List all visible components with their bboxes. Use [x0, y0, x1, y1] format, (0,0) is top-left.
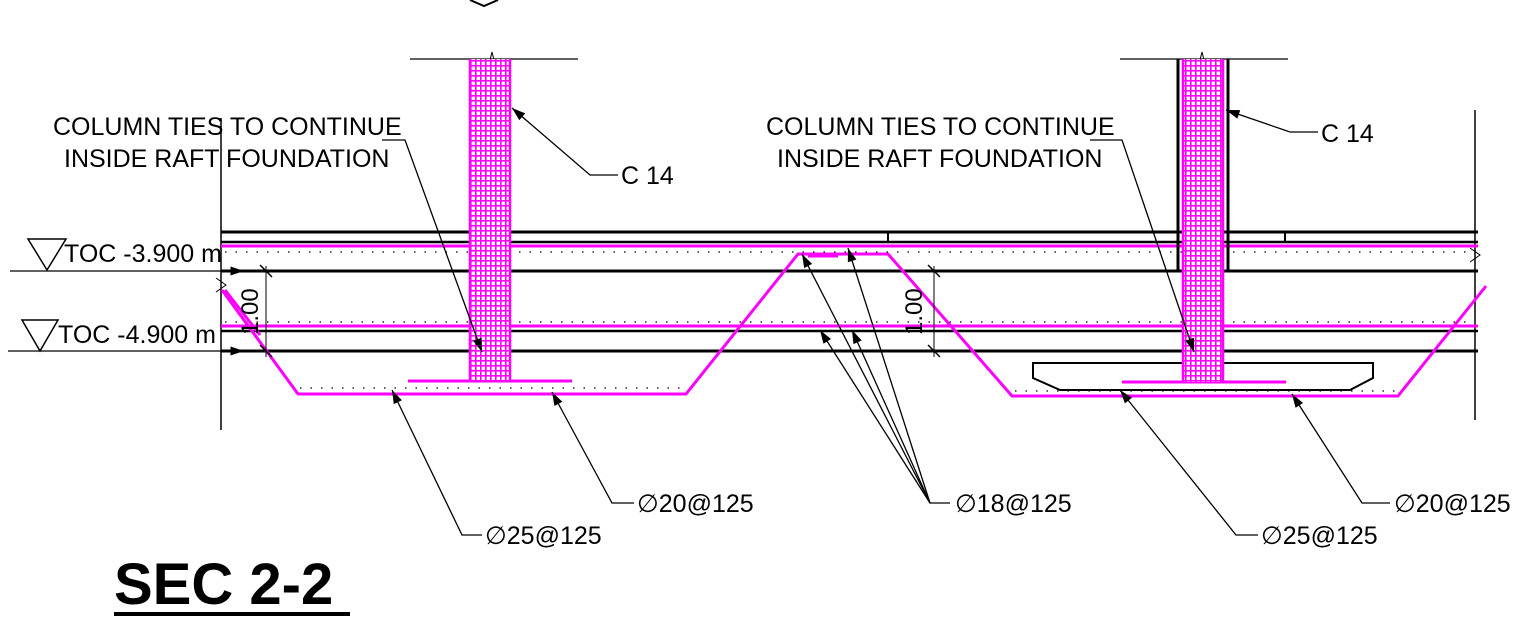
- toc-upper-label: TOC -3.900 m: [64, 240, 222, 268]
- top-fragment: [469, 0, 499, 8]
- left-column: [470, 59, 510, 381]
- leader-20-right: [1291, 393, 1390, 504]
- toc-lower-triangle: [20, 319, 60, 353]
- right-boundary-break: [1469, 247, 1481, 263]
- left-break-mark: [489, 51, 495, 61]
- bar-label-25-left: ∅25@125: [485, 522, 602, 550]
- dim-left-tick-top: [259, 264, 273, 278]
- rebar-left-pit-slant-top: [223, 289, 262, 336]
- dim-mid-tick-top: [927, 264, 941, 278]
- section-title: SEC 2-2: [114, 552, 333, 617]
- bar-label-25-right: ∅25@125: [1261, 522, 1378, 550]
- leader-ties-left: [382, 139, 483, 353]
- toc-upper-triangle: [26, 238, 68, 272]
- column-label-right: C 14: [1321, 120, 1374, 148]
- leader-20-left: [551, 391, 634, 504]
- pile-cap-outline: [1032, 362, 1374, 391]
- rebar-left-pit-bottom: [220, 252, 1488, 398]
- leader-c14-left: [511, 107, 618, 176]
- leader-18-3: [819, 329, 931, 504]
- dim-mid-tick-bottom: [927, 344, 941, 358]
- column-ties-left-line1: COLUMN TIES TO CONTINUE: [53, 113, 402, 141]
- leader-18-2: [847, 247, 931, 504]
- column-ties-right-line1: COLUMN TIES TO CONTINUE: [766, 113, 1115, 141]
- leader-25-right: [1119, 389, 1258, 536]
- column-ties-left-line2: INSIDE RAFT FOUNDATION: [64, 145, 389, 173]
- leader-25-left: [391, 389, 482, 536]
- leader-ties-right: [1090, 139, 1195, 353]
- column-label-left: C 14: [621, 162, 674, 190]
- toc-lower-label: TOC -4.900 m: [58, 321, 216, 349]
- bar-label-20-left: ∅20@125: [637, 490, 754, 518]
- leader-c14-right: [1225, 109, 1318, 133]
- bar-label-20-right: ∅20@125: [1394, 490, 1511, 518]
- leader-18-4: [851, 329, 931, 504]
- dim-middle-label: 1.00: [901, 288, 928, 335]
- bar-label-18: ∅18@125: [955, 490, 1072, 518]
- left-boundary-break: [215, 277, 227, 293]
- right-column: [1183, 59, 1223, 382]
- right-break-mark: [1199, 51, 1205, 61]
- dim-left-label: 1.00: [237, 288, 264, 335]
- dim-left-tick-bottom: [259, 344, 273, 358]
- column-ties-right-line2: INSIDE RAFT FOUNDATION: [777, 145, 1102, 173]
